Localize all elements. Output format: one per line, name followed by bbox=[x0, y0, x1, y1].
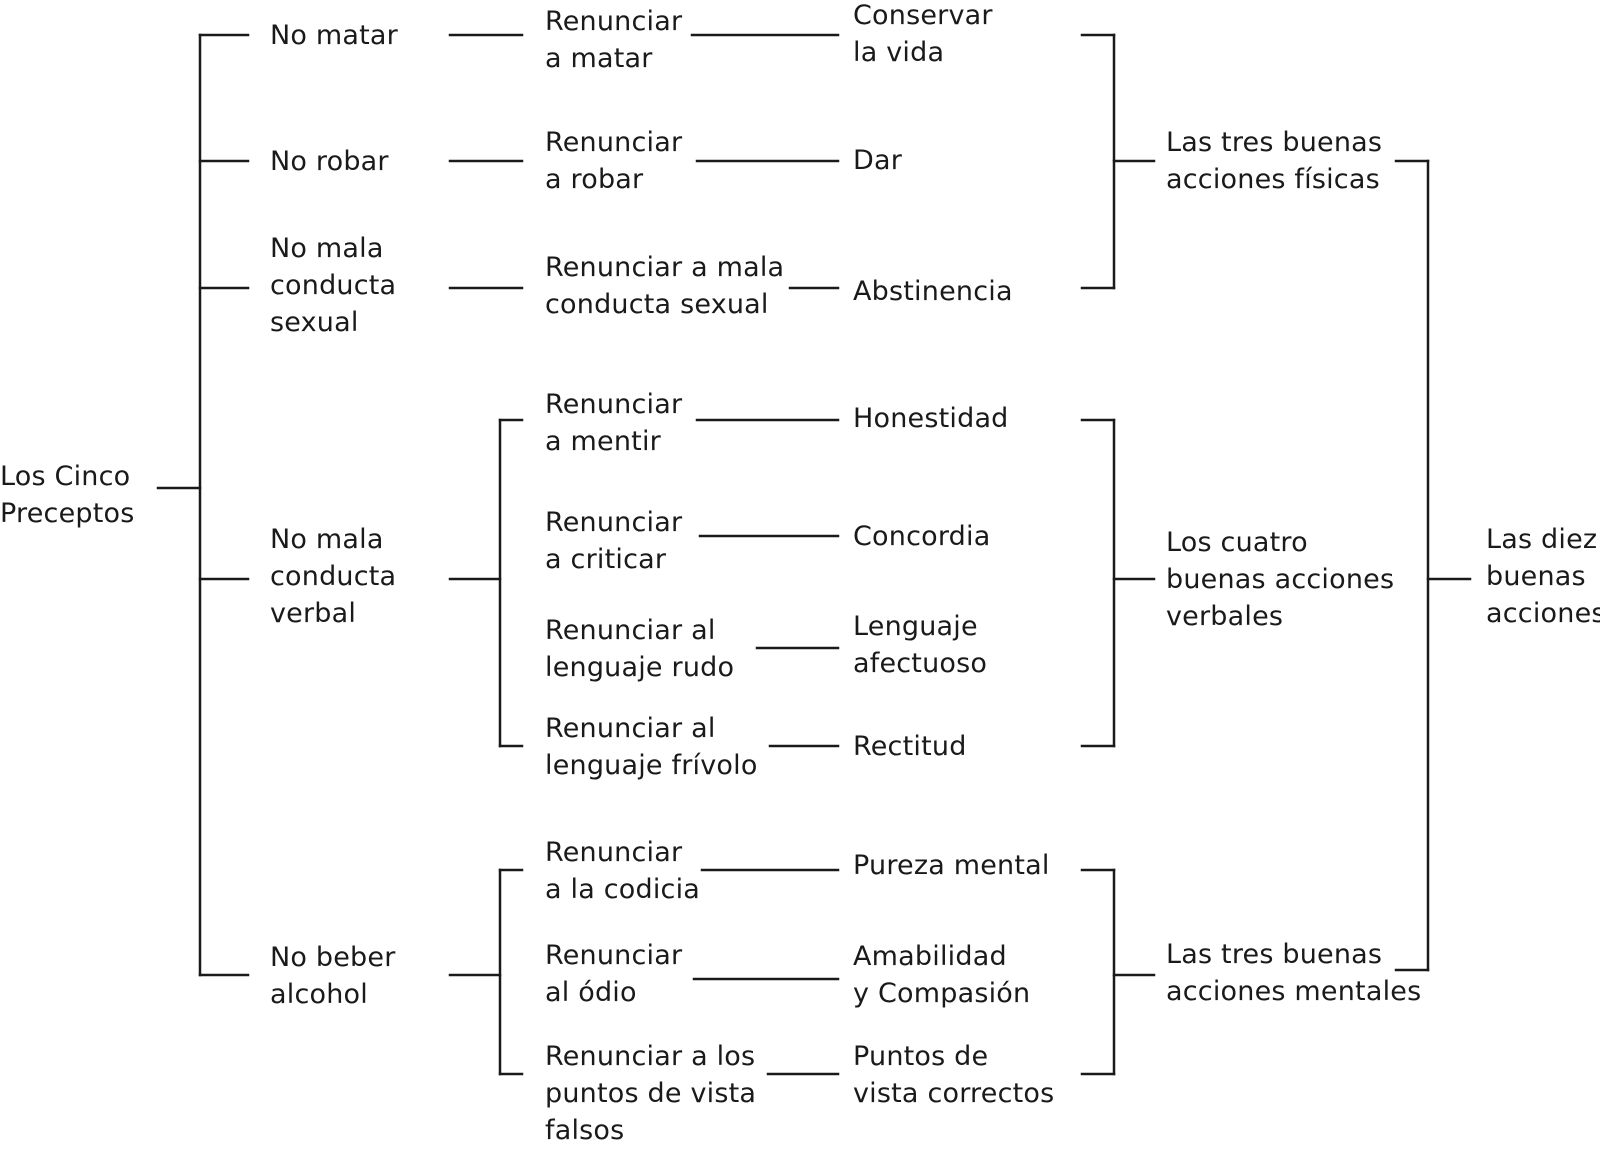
precept-label-3: No mala conducta sexual bbox=[270, 233, 397, 338]
precept-label-1: No matar bbox=[270, 20, 398, 51]
virtue-label-5: Concordia bbox=[853, 521, 991, 552]
virtue-label-9: Amabilidad y Compasión bbox=[853, 941, 1031, 1009]
renunciation-label-8: Renunciar a la codicia bbox=[545, 837, 701, 905]
virtue-label-1: Conservar la vida bbox=[853, 0, 993, 68]
root-label: Los Cinco Preceptos bbox=[0, 461, 135, 529]
virtue-label-7: Rectitud bbox=[853, 731, 967, 762]
result-label: Las diez buenas acciones bbox=[1486, 524, 1600, 629]
virtue-label-10: Puntos de vista correctos bbox=[853, 1041, 1055, 1109]
renunciation-label-2: Renunciar a robar bbox=[545, 127, 683, 195]
renunciation-label-1: Renunciar a matar bbox=[545, 6, 683, 74]
renunciation-label-10: Renunciar a los puntos de vista falsos bbox=[545, 1041, 757, 1146]
virtue-label-2: Dar bbox=[853, 145, 903, 176]
renunciation-label-7: Renunciar al lenguaje frívolo bbox=[545, 713, 758, 781]
renunciation-label-6: Renunciar al lenguaje rudo bbox=[545, 615, 735, 683]
precept-label-5: No beber alcohol bbox=[270, 942, 396, 1010]
virtue-label-4: Honestidad bbox=[853, 403, 1009, 434]
virtue-label-6: Lenguaje afectuoso bbox=[853, 611, 988, 679]
group-label-physical: Las tres buenas acciones físicas bbox=[1166, 127, 1383, 195]
renunciation-label-9: Renunciar al ódio bbox=[545, 940, 683, 1008]
precept-label-2: No robar bbox=[270, 146, 389, 177]
precept-label-4: No mala conducta verbal bbox=[270, 524, 397, 629]
group-label-verbal: Los cuatro buenas acciones verbales bbox=[1166, 527, 1395, 632]
group-label-mental: Las tres buenas acciones mentales bbox=[1166, 939, 1422, 1007]
renunciation-label-5: Renunciar a criticar bbox=[545, 507, 683, 575]
renunciation-label-3: Renunciar a mala conducta sexual bbox=[545, 252, 785, 320]
virtue-label-3: Abstinencia bbox=[853, 276, 1013, 307]
virtue-label-8: Pureza mental bbox=[853, 850, 1050, 881]
renunciation-label-4: Renunciar a mentir bbox=[545, 389, 683, 457]
